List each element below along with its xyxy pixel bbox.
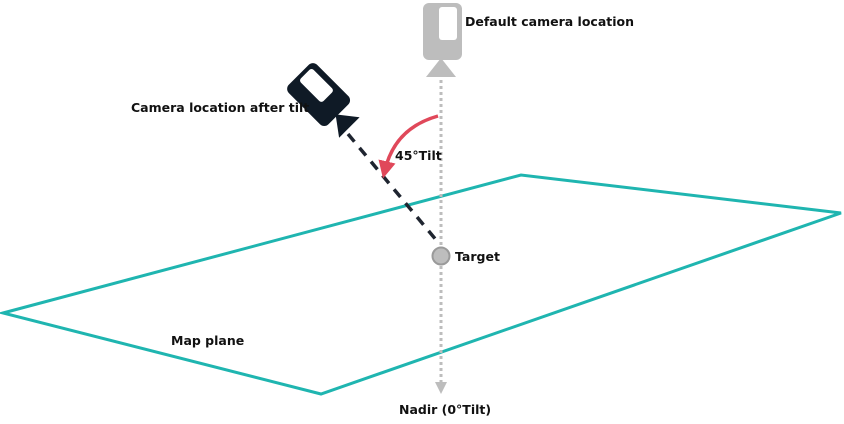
default-camera-icon	[423, 3, 462, 77]
tilt-angle-label: 45°Tilt	[395, 148, 442, 163]
default-camera-label: Default camera location	[465, 14, 634, 29]
target-label: Target	[455, 249, 500, 264]
nadir-arrowhead-icon	[435, 382, 447, 394]
tilted-sight-line	[346, 132, 439, 243]
tilted-camera-icon	[287, 63, 360, 138]
map-plane	[0, 173, 842, 396]
tilt-arrow-icon	[378, 114, 439, 179]
target-icon	[431, 246, 451, 266]
map-plane-label: Map plane	[171, 333, 244, 348]
nadir-label: Nadir (0°Tilt)	[399, 402, 491, 417]
tilted-camera-label: Camera location after tilt	[131, 100, 309, 115]
